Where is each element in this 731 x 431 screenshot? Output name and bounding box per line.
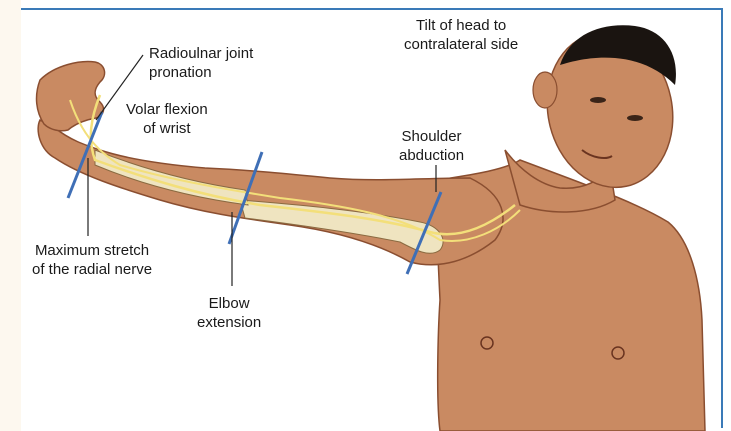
maximum-label: Maximum stretch of the radial nerve — [32, 241, 152, 279]
eye-left — [590, 97, 606, 103]
hand — [37, 62, 105, 131]
eye-right — [627, 115, 643, 121]
elbow-label: Elbow extension — [197, 294, 261, 332]
shoulder-label: Shoulder abduction — [399, 127, 464, 165]
tilt-label: Tilt of head to contralateral side — [404, 16, 518, 54]
radioulnar-label: Radioulnar joint pronation — [149, 44, 253, 82]
volar-label: Volar flexion of wrist — [126, 100, 208, 138]
ear — [533, 72, 557, 108]
